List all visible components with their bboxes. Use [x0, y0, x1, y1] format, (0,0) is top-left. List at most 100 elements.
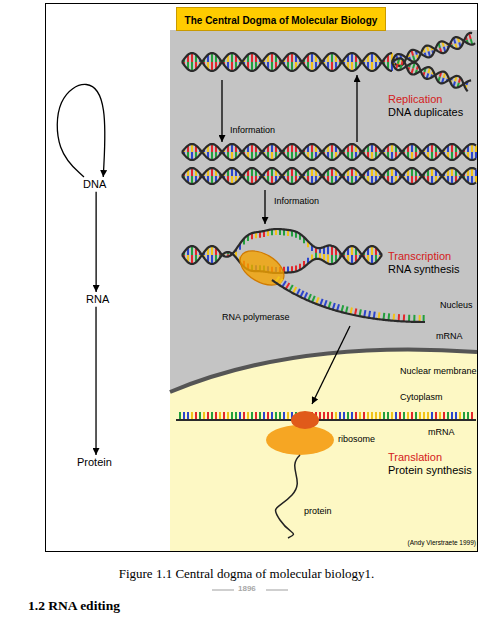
base [287, 412, 289, 420]
dna-helix [182, 53, 392, 71]
base [351, 144, 353, 152]
base [319, 412, 321, 420]
base [271, 176, 273, 184]
backbone [392, 37, 475, 62]
nuclear-membrane [170, 349, 477, 392]
part-label: mRNA [436, 331, 463, 341]
base [247, 412, 249, 420]
figure-caption: Figure 1.1 Central dogma of molecular bi… [0, 566, 493, 582]
base [371, 152, 373, 160]
backbone [392, 58, 468, 91]
base [431, 412, 433, 420]
base [371, 412, 373, 420]
base [327, 412, 329, 420]
base [191, 53, 193, 62]
base [191, 168, 193, 176]
base [407, 412, 409, 420]
base [311, 176, 313, 184]
information-arrow [264, 190, 265, 224]
bases [180, 412, 472, 420]
base [251, 152, 253, 160]
base [231, 168, 233, 176]
base [335, 412, 337, 420]
base [211, 168, 213, 176]
base [383, 412, 385, 420]
base [251, 62, 253, 71]
ribosome-small [291, 411, 319, 429]
base [427, 412, 429, 420]
base [271, 412, 273, 420]
base [191, 412, 193, 420]
process-note: Protein synthesis [388, 464, 472, 477]
dna-helix [182, 229, 382, 273]
base [371, 246, 373, 255]
arrow-label: Information [274, 196, 319, 206]
base [231, 62, 233, 71]
flow-arrow [57, 84, 105, 177]
base [311, 144, 313, 152]
watermark: 1896 [238, 584, 256, 593]
base [423, 412, 425, 420]
base [231, 144, 233, 152]
base [451, 152, 453, 160]
base [451, 176, 453, 184]
base [291, 53, 293, 62]
base [251, 176, 253, 184]
title-box: The Central Dogma of Molecular Biology [176, 7, 387, 31]
term-node: RNA [83, 292, 112, 307]
base [187, 412, 189, 420]
base [331, 255, 333, 264]
base [451, 168, 453, 176]
process-note: RNA synthesis [388, 263, 460, 276]
base [471, 144, 473, 152]
base [351, 53, 353, 62]
base [431, 144, 433, 152]
flow-arrow [95, 307, 96, 455]
base [331, 168, 333, 176]
base [399, 412, 401, 420]
base [231, 176, 233, 184]
backbone [182, 144, 476, 160]
base [251, 412, 253, 420]
base [379, 412, 381, 420]
base [471, 176, 473, 184]
backbone [392, 62, 471, 88]
base [475, 152, 477, 158]
base [331, 246, 333, 255]
flow-arrow [95, 192, 96, 292]
base [211, 53, 213, 62]
base [331, 412, 333, 420]
base [331, 176, 333, 184]
base [203, 412, 205, 420]
base [391, 152, 393, 160]
base [419, 412, 421, 420]
base [291, 176, 293, 184]
backbone [182, 53, 392, 71]
watermark-bar [212, 589, 234, 591]
base [339, 412, 341, 420]
base [183, 412, 185, 420]
base [351, 152, 353, 160]
base [391, 412, 393, 420]
base [415, 412, 417, 420]
base [251, 144, 253, 152]
base [475, 176, 477, 182]
base [367, 412, 369, 420]
process-name: Transcription [388, 250, 451, 263]
base [371, 255, 373, 264]
part-label: ribosome [338, 434, 375, 444]
base [291, 168, 293, 176]
base [191, 62, 193, 71]
base [343, 412, 345, 420]
base [371, 144, 373, 152]
base [291, 152, 293, 160]
base [271, 144, 273, 152]
base [263, 412, 265, 420]
base [223, 412, 225, 420]
process-name: Replication [388, 93, 442, 106]
base [251, 168, 253, 176]
base [471, 412, 473, 420]
base [179, 412, 181, 420]
